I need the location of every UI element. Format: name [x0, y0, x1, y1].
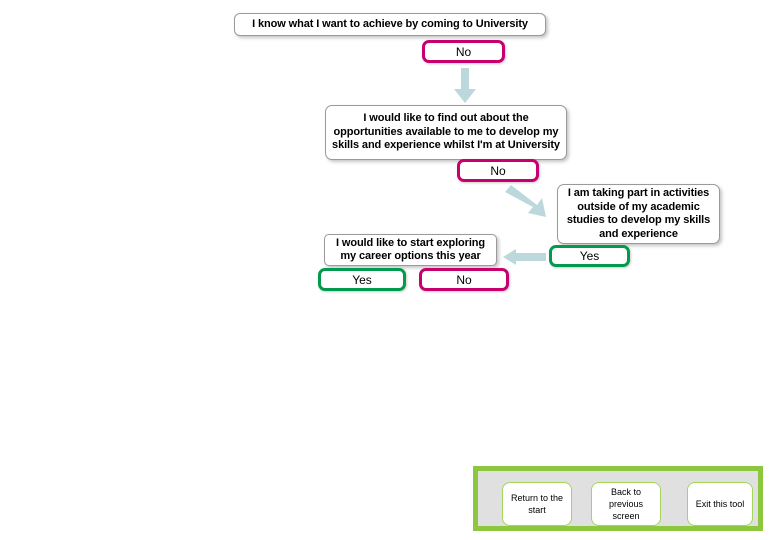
statement-find-out-opportunities: I would like to find out about the oppor… [325, 105, 567, 160]
answer-no-button-2[interactable]: No [457, 159, 539, 182]
navigation-panel: Return to the start Back to previous scr… [473, 466, 763, 531]
arrow-down-icon [454, 68, 476, 103]
nav-button-label: Return to the start [510, 493, 564, 515]
answer-yes-button-2[interactable]: Yes [318, 268, 406, 291]
statement-text: I would like to start exploring my caree… [335, 236, 486, 263]
statement-text: I know what I want to achieve by coming … [252, 17, 528, 30]
statement-text: I would like to find out about the oppor… [332, 112, 560, 152]
arrow-left-icon [503, 249, 546, 265]
nav-button-label: Exit this tool [695, 499, 745, 509]
statement-start-exploring-career: I would like to start exploring my caree… [324, 234, 497, 266]
back-to-previous-screen-button[interactable]: Back to previous screen [591, 482, 661, 526]
answer-no-button-3[interactable]: No [419, 268, 509, 291]
statement-taking-part-activities: I am taking part in activities outside o… [557, 184, 720, 244]
exit-this-tool-button[interactable]: Exit this tool [687, 482, 753, 526]
answer-label: No [456, 272, 472, 287]
answer-yes-button-1[interactable]: Yes [549, 245, 630, 267]
answer-no-button-1[interactable]: No [422, 40, 505, 63]
statement-know-what-to-achieve: I know what I want to achieve by coming … [234, 13, 546, 36]
return-to-start-button[interactable]: Return to the start [502, 482, 572, 526]
answer-label: No [455, 44, 472, 59]
nav-button-label: Back to previous screen [608, 487, 644, 521]
answer-label: No [490, 163, 506, 178]
answer-label: Yes [579, 249, 600, 263]
arrow-diagonal-down-right-icon [505, 185, 546, 217]
answer-label: Yes [352, 272, 372, 287]
statement-text: I am taking part in activities outside o… [566, 187, 711, 240]
